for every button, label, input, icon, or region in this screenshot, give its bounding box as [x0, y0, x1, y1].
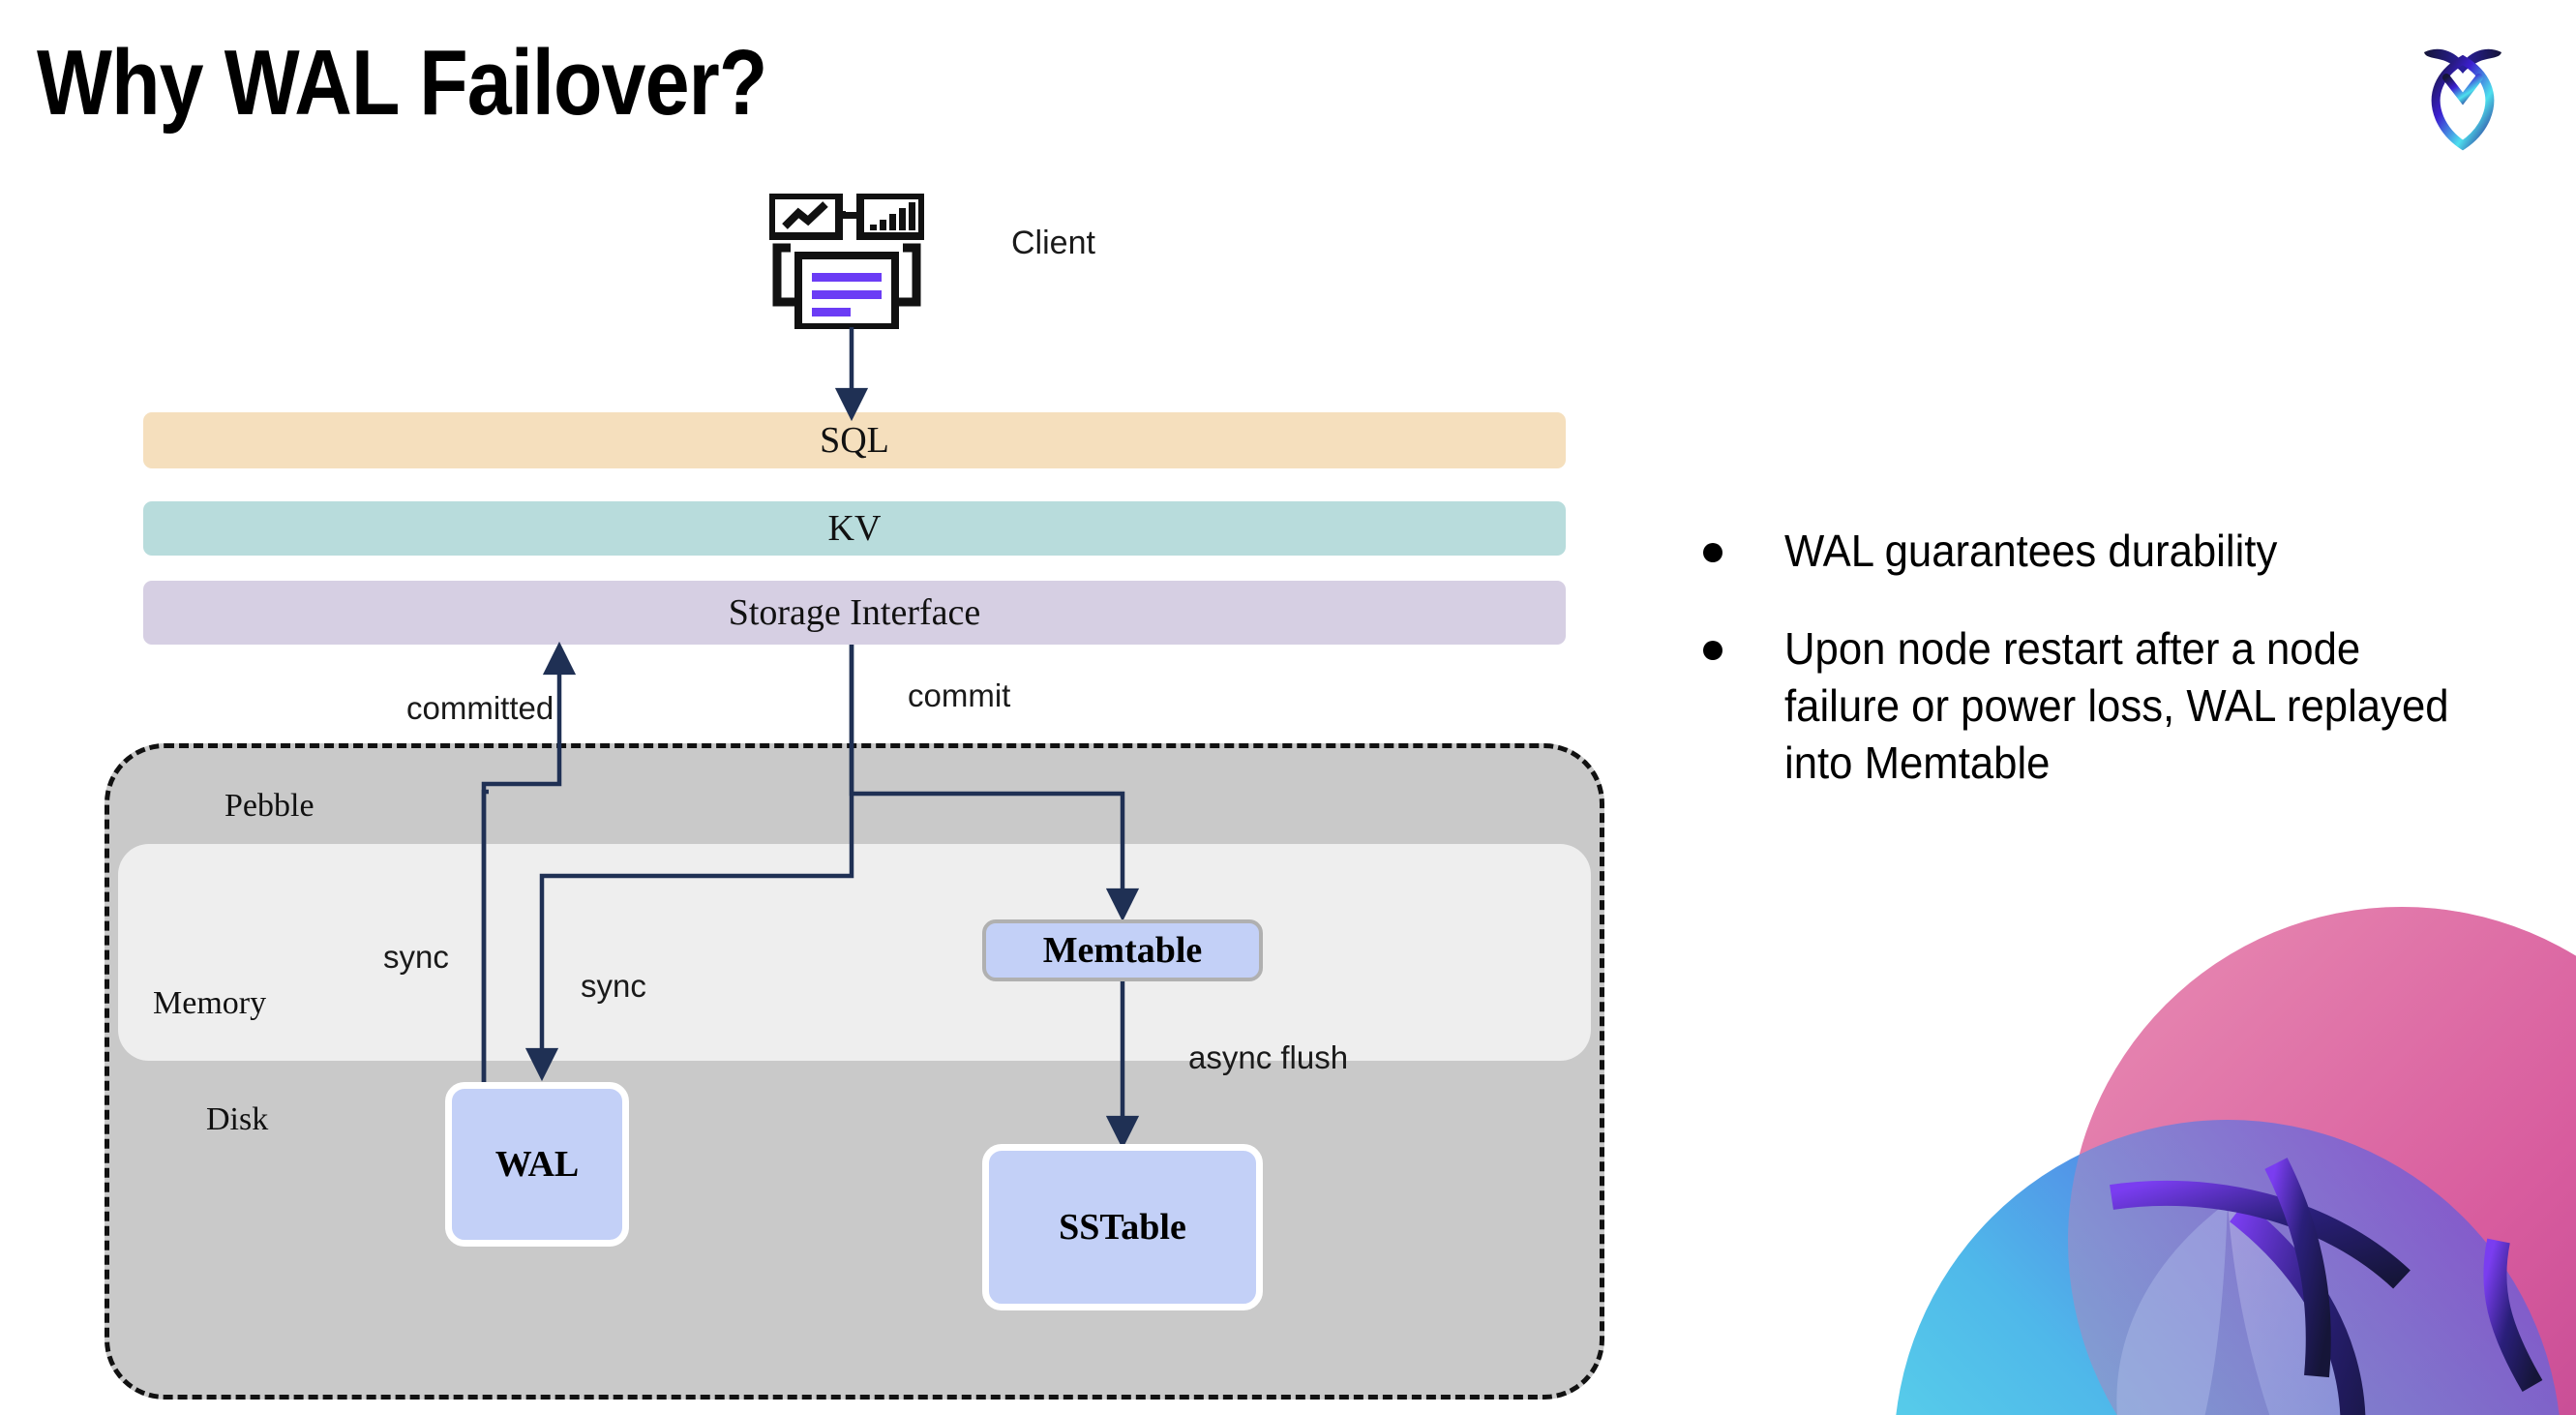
bullet-dot-icon — [1703, 640, 1722, 660]
node-label-memtable: Memtable — [1042, 930, 1203, 971]
edge-label-commit: commit — [908, 677, 1011, 713]
layer-label-sql: SQL — [820, 420, 889, 461]
list-item: WAL guarantees durability — [1703, 523, 2506, 580]
node-memtable: Memtable — [982, 919, 1263, 981]
edge-label-committed: committed — [406, 690, 554, 726]
edge-label-sync-right: sync — [581, 968, 646, 1004]
zone-label-disk: Disk — [206, 1101, 269, 1137]
bullet-text: WAL guarantees durability — [1784, 526, 2278, 576]
client-label: Client — [1011, 225, 1095, 261]
edge-label-async-flush: async flush — [1188, 1039, 1349, 1075]
layer-bar-storage-interface: Storage Interface — [143, 581, 1566, 645]
cockroachdb-logo — [2407, 27, 2523, 151]
node-wal: WAL — [445, 1082, 629, 1247]
layer-bar-sql: SQL — [143, 412, 1566, 468]
client-monitoring-dashboard-icon — [767, 192, 926, 331]
bullet-text: Upon node restart after a node failure o… — [1784, 622, 2449, 788]
memory-zone — [118, 844, 1591, 1061]
bullet-dot-icon — [1703, 543, 1722, 562]
page-title: Why WAL Failover? — [37, 31, 767, 135]
node-label-wal: WAL — [494, 1144, 580, 1185]
decorative-corner-graphic — [1821, 873, 2576, 1415]
node-sstable: SSTable — [982, 1144, 1263, 1310]
zone-label-pebble: Pebble — [225, 788, 315, 824]
layer-bar-kv: KV — [143, 501, 1566, 556]
edge-label-sync-left: sync — [383, 939, 449, 975]
architecture-diagram: Client SQL KV Storage Interface Pebble M… — [105, 192, 1604, 1400]
pebble-container — [105, 743, 1604, 1400]
zone-label-memory: Memory — [153, 985, 267, 1021]
layer-label-storage: Storage Interface — [728, 592, 981, 633]
layer-label-kv: KV — [827, 508, 882, 549]
list-item: Upon node restart after a node failure o… — [1703, 620, 2506, 792]
bullet-list: WAL guarantees durability Upon node rest… — [1703, 523, 2506, 832]
node-label-sstable: SSTable — [1059, 1207, 1186, 1248]
